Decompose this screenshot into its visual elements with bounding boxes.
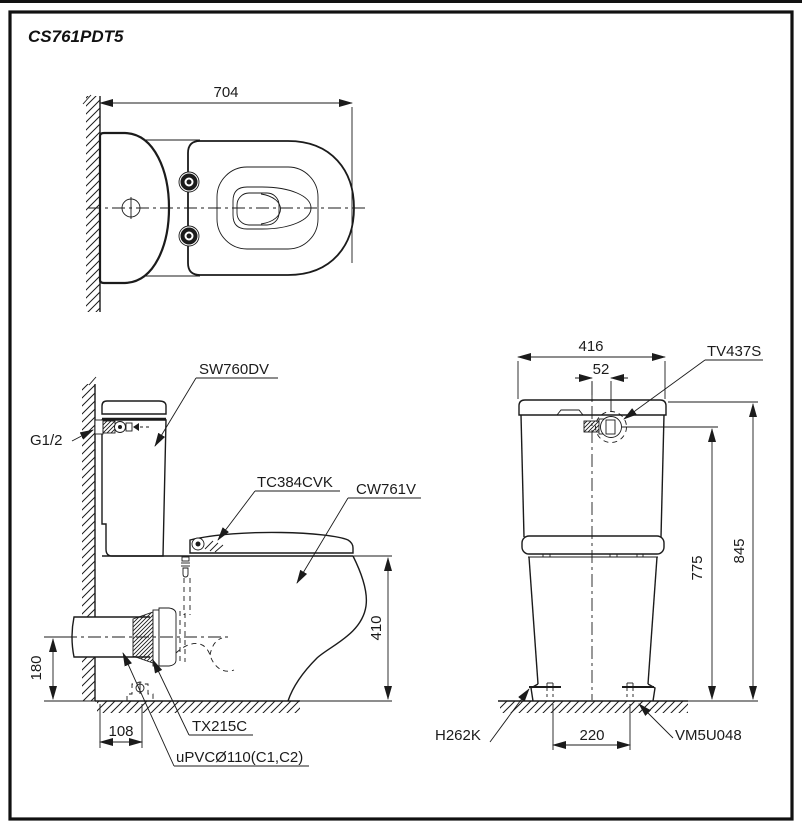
dim-inlet-height: 775 [689, 555, 706, 580]
label-bowl: CW761V [296, 481, 421, 584]
dimension-outlet-offset: 108 [99, 704, 143, 748]
label-bowl-text: CW761V [356, 481, 416, 498]
rear-view: 416 52 775 845 220 [435, 338, 763, 750]
floor-hatch [97, 701, 300, 713]
label-fixing-cap-left: H262K [435, 688, 530, 744]
cistern-rear [518, 399, 667, 538]
label-inlet-valve-text: TV437S [707, 343, 761, 360]
hidden-trapway [175, 578, 235, 672]
pedestal-rear [528, 556, 658, 702]
label-seat: TC384CVK [217, 474, 340, 541]
drain-position [126, 681, 154, 701]
label-water-supply-text: G1/2 [30, 432, 63, 449]
label-cistern: SW760DV [154, 361, 278, 447]
label-water-supply: G1/2 [30, 429, 94, 449]
wall-hatch-upper [82, 384, 95, 617]
dim-bolt-spacing: 220 [579, 727, 604, 744]
label-outlet-connector-text: TX215C [192, 718, 247, 735]
cistern-top-outline [98, 131, 171, 285]
fixing-bolt-left [529, 682, 561, 700]
dim-outlet-offset: 108 [108, 723, 133, 740]
label-inlet-valve: TV437S [623, 343, 763, 420]
label-fixing-cap-right-text: VM5U048 [675, 727, 742, 744]
outlet-pipe [64, 607, 232, 667]
dimension-inlet-height: 775 [622, 426, 718, 700]
label-drain-pipe-text: uPVCØ110(C1,C2) [176, 749, 303, 766]
floor-hatch-rear [500, 701, 688, 713]
connector-flange [132, 611, 154, 664]
label-drain-pipe: uPVCØ110(C1,C2) [122, 652, 309, 767]
hinge-bolt-bottom [178, 225, 200, 247]
dimension-cistern-width: 416 [517, 338, 666, 399]
dimension-outlet-height: 180 [28, 636, 72, 700]
inlet-valve [583, 411, 627, 443]
top-view: 704 [82, 84, 366, 312]
drawing-title: CS761PDT5 [28, 27, 124, 46]
label-fixing-cap-right: VM5U048 [638, 703, 742, 744]
label-cistern-text: SW760DV [199, 361, 269, 378]
dim-overall-depth: 704 [213, 84, 238, 101]
seat-side [189, 531, 354, 554]
dimension-valve-offset: 52 [575, 361, 628, 412]
border-frame [8, 10, 794, 821]
dim-valve-offset: 52 [593, 361, 610, 378]
seat-supply-stub [181, 556, 190, 578]
dim-overall-height: 845 [731, 538, 748, 563]
hinge-bolt-top [178, 171, 200, 193]
wall-hatch-top-view [86, 96, 100, 312]
dimension-rim-height: 410 [368, 557, 392, 700]
dimension-overall-depth: 704 [99, 84, 353, 263]
label-seat-text: TC384CVK [257, 474, 333, 491]
bowl-opening [232, 186, 312, 230]
dim-cistern-width: 416 [578, 338, 603, 355]
side-view: 410 180 108 G1/2 SW760DV TC384CVK [28, 361, 421, 767]
bowl-front-curve [287, 555, 368, 702]
water-surface [236, 192, 280, 226]
dimension-overall-height: 845 [668, 401, 758, 700]
dim-rim-height: 410 [368, 615, 385, 640]
wall-hatch-lower [82, 657, 95, 701]
sump-curve [260, 193, 281, 225]
label-outlet-connector: TX215C [152, 659, 253, 736]
supply-fitting [94, 419, 152, 435]
fixing-bolt-right [622, 682, 654, 700]
wall-tick [82, 94, 92, 105]
dimension-bolt-spacing: 220 [552, 704, 631, 750]
wall-tick-side [88, 376, 97, 386]
seat-rear [521, 535, 665, 558]
label-fixing-cap-left-text: H262K [435, 727, 481, 744]
dim-outlet-height: 180 [28, 655, 45, 680]
sheet-top-edge [0, 0, 802, 3]
